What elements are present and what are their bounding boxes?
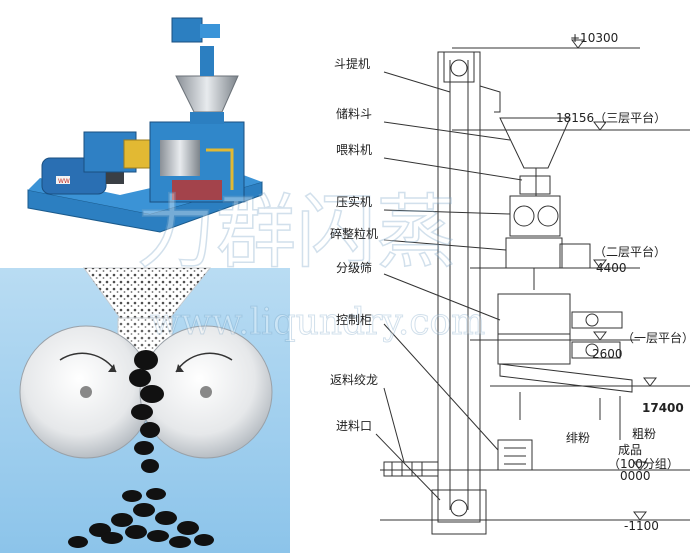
elev-level1: 2600 xyxy=(592,347,623,361)
return-screw-shape xyxy=(383,461,439,477)
label-fine-powder: 绯粉 xyxy=(566,431,590,445)
elev-level1-name: （一层平台） xyxy=(622,330,694,345)
storage-hopper-shape xyxy=(499,117,571,196)
compactor-shape xyxy=(505,195,591,290)
left-roller xyxy=(19,325,153,459)
elevation-markers xyxy=(571,39,657,521)
elev-top: +10300 xyxy=(570,31,618,45)
bucket-elevator xyxy=(431,51,487,535)
watermark-url: www.liqundry.com xyxy=(150,302,485,343)
label-compactor: 压实机 xyxy=(336,194,372,209)
elevation-labels: +10300 18156（三层平台） （二层平台） 4400 （一层平台） 26… xyxy=(556,31,694,533)
machine-photo: WW xyxy=(0,0,290,262)
svg-text:WW: WW xyxy=(58,178,70,185)
label-storage-hopper: 储料斗 xyxy=(336,106,372,121)
elev-17400: 17400 xyxy=(642,401,684,415)
label-control-cabinet: 控制柜 xyxy=(336,313,372,327)
process-drawing xyxy=(375,39,690,535)
label-inlet: 进料口 xyxy=(336,419,372,433)
elev-level2-name: （二层平台） xyxy=(594,244,666,259)
granulator-shape xyxy=(497,293,623,365)
label-product-grade: （100分组） xyxy=(608,457,679,471)
elev-level2: 4400 xyxy=(596,261,627,275)
label-feeder: 喂料机 xyxy=(336,143,372,157)
right-roller xyxy=(139,325,273,459)
leader-lines xyxy=(375,71,523,501)
compaction-illustration xyxy=(0,267,290,553)
elev-ground: 0000 xyxy=(620,469,651,483)
label-coarse-powder: 粗粉 xyxy=(632,427,656,441)
watermark-cn: 力群闪蒸 xyxy=(136,186,456,279)
label-product: 成品 xyxy=(618,443,642,457)
watermark: 力群闪蒸 www.liqundry.com xyxy=(135,185,486,343)
label-elevator: 斗提机 xyxy=(334,56,370,71)
elev-pit: -1100 xyxy=(624,519,659,533)
screen-shape xyxy=(499,363,633,440)
label-screen: 分级筛 xyxy=(336,260,372,275)
elev-level3: 18156（三层平台） xyxy=(556,110,666,125)
component-labels: 斗提机 储料斗 喂料机 压实机 碎整粒机 分级筛 控制柜 返料绞龙 进料口 绯粉… xyxy=(330,56,679,471)
label-granulator: 碎整粒机 xyxy=(330,226,378,241)
label-return-screw: 返料绞龙 xyxy=(330,372,378,387)
control-cabinet-shape xyxy=(497,439,533,471)
